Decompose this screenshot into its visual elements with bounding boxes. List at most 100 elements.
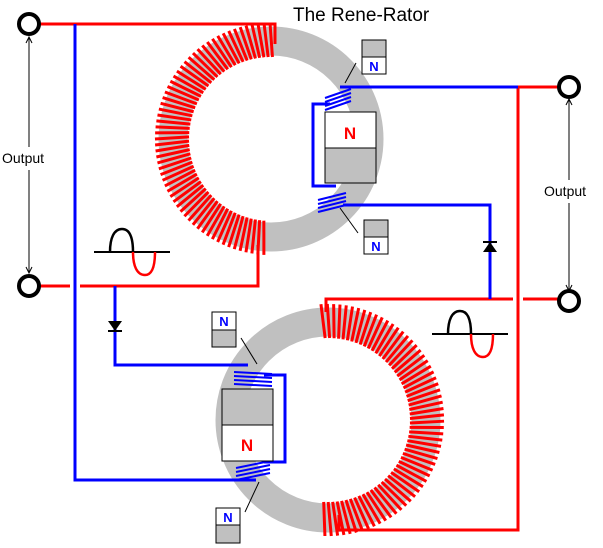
large-magnet-lower: N: [221, 388, 274, 462]
wire-upper-primary-bottom: [80, 245, 260, 288]
coil-turn: [317, 196, 347, 205]
winding-turn: [176, 69, 207, 91]
diode-triangle: [108, 321, 122, 331]
small-magnet-south: [211, 329, 237, 348]
winding-turn: [191, 197, 216, 226]
winding-turn: [390, 344, 418, 370]
winding-turn: [400, 364, 432, 386]
winding-turn: [227, 30, 245, 63]
winding-turn: [158, 156, 192, 171]
winding-turn: [404, 447, 438, 460]
wire-lower-magnet-loop: [264, 373, 287, 464]
winding-turn: [400, 456, 434, 472]
wire-upper-coil-to-right-diode: [343, 203, 492, 299]
winding-turn: [155, 125, 190, 130]
wire-lower-primary-top: [324, 297, 513, 312]
small-magnet-label: N: [219, 314, 228, 329]
winding-turn: [179, 65, 210, 88]
small-magnet-label: N: [371, 239, 380, 254]
coil-turn: [317, 204, 347, 213]
winding-turn: [187, 194, 213, 222]
coil-turn: [317, 192, 347, 201]
winding-turn: [200, 202, 222, 234]
winding-turn: [409, 419, 445, 425]
winding-turn: [407, 388, 441, 403]
output-right-indicator: Output: [544, 97, 586, 293]
north-pole-label: N: [344, 124, 356, 143]
winding-turn: [378, 326, 400, 357]
upper-primary-winding: [154, 22, 274, 255]
winding-turn: [205, 205, 226, 237]
winding-turn: [160, 160, 193, 177]
output-terminal-right-top[interactable]: [557, 75, 581, 99]
diode-right: [483, 241, 497, 252]
coil-turn: [233, 383, 273, 387]
small-magnet-upper-bottom: N: [339, 207, 389, 255]
winding-turn: [169, 176, 200, 198]
coil-turn: [233, 375, 273, 379]
wire-left-blue-return: [73, 24, 256, 482]
winding-turn: [187, 56, 216, 81]
winding-turn: [405, 382, 439, 398]
winding-turn: [388, 339, 414, 367]
winding-turn: [331, 501, 340, 536]
winding-turn: [405, 443, 440, 454]
winding-turn: [157, 113, 192, 122]
winding-turn: [398, 459, 431, 478]
arrow-head-up-icon: [25, 35, 33, 44]
winding-turn: [409, 400, 443, 411]
winding-turn: [325, 303, 332, 339]
pointer-line: [344, 62, 357, 84]
winding-turn: [162, 96, 196, 110]
winding-turn: [196, 48, 222, 76]
winding-turn: [211, 37, 233, 68]
winding-turn: [409, 430, 444, 436]
winding-turn: [221, 32, 241, 65]
winding-turn: [227, 214, 241, 248]
winding-turn: [179, 187, 207, 213]
wire-left-diode-to-lower-coil: [113, 286, 248, 367]
wave-negative-half: [469, 333, 495, 359]
winding-turn: [387, 474, 417, 498]
magnet-north-half: [221, 424, 274, 462]
winding-turn: [369, 489, 393, 519]
winding-turn: [216, 210, 233, 243]
wave-positive-half: [446, 309, 473, 335]
diagram-title: The Rene-Rator: [293, 5, 430, 26]
output-terminal-left-top[interactable]: [17, 12, 41, 36]
winding-turn: [402, 451, 436, 466]
winding-turn: [164, 168, 196, 188]
magnet-south-half: [221, 388, 274, 426]
winding-turn: [221, 212, 237, 246]
winding-turn: [183, 60, 213, 84]
winding-turn: [408, 434, 443, 442]
winding-turn: [373, 486, 398, 515]
winding-turn: [172, 180, 202, 204]
large-magnet-upper: N: [324, 111, 377, 184]
winding-turn: [175, 184, 205, 208]
small-magnet-lower-bottom: N: [215, 481, 260, 544]
small-magnet-south: [363, 219, 389, 238]
winding-turn: [256, 23, 266, 58]
wire-upper-magnet-loop: [311, 102, 336, 188]
winding-turn: [268, 22, 274, 58]
winding-turn: [172, 74, 205, 95]
winding-turn: [156, 119, 191, 126]
output-terminal-right-bottom[interactable]: [557, 289, 581, 313]
winding-turn: [201, 44, 226, 73]
magnet-south-half: [324, 147, 377, 184]
winding-turn: [233, 28, 249, 62]
winding-turn: [250, 24, 262, 59]
winding-turn: [154, 139, 190, 147]
winding-turn: [354, 309, 367, 344]
winding-turn: [169, 79, 202, 98]
winding-turn: [244, 25, 257, 59]
output-terminal-left-bottom[interactable]: [17, 274, 41, 298]
coil-turn: [324, 88, 352, 99]
winding-turn: [353, 496, 370, 530]
winding-turn: [216, 35, 237, 66]
winding-turn: [345, 306, 354, 341]
pointer-line: [240, 337, 258, 365]
winding-turn: [157, 152, 191, 165]
wire-upper-primary-top: [39, 22, 277, 44]
